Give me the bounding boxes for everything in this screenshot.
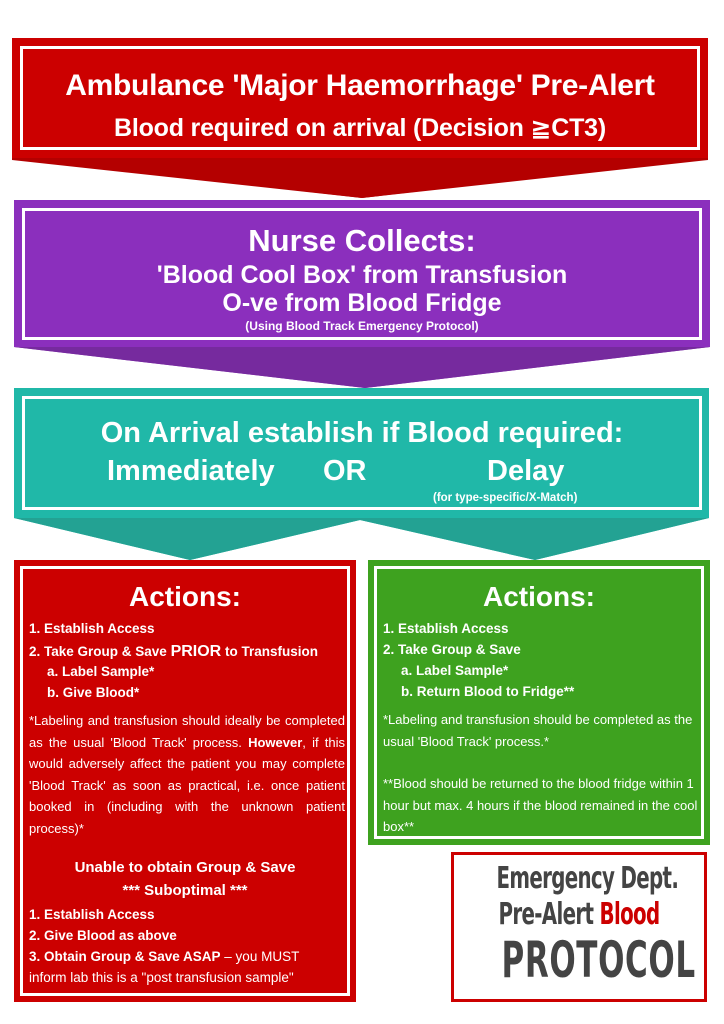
option-delay: Delay <box>487 455 565 487</box>
nurse-line-fridge: O-ve from Blood Fridge <box>222 289 502 317</box>
immediate-actions-title: Actions: <box>129 581 241 612</box>
immediate-actions-box: Actions: 1. Establish Access 2. Take Gro… <box>14 560 356 1002</box>
pre-alert-subtitle: Blood required on arrival (Decision ≧CT3… <box>114 114 606 142</box>
arrival-arrow-shape <box>14 388 709 560</box>
delay-blood-track-note: *Labeling and transfusion should be comp… <box>383 712 693 749</box>
immediate-step-2b: b. Give Blood* <box>47 685 140 700</box>
immediate-blood-track-note: *Labeling and transfusion should ideally… <box>29 713 345 836</box>
or-label: OR <box>323 455 367 487</box>
option-immediately: Immediately <box>107 455 275 487</box>
logo-line-pre-alert-blood: Pre-Alert Blood <box>498 897 661 932</box>
delay-actions-box: Actions: 1. Establish Access 2. Take Gro… <box>368 560 710 845</box>
suboptimal-label: *** Suboptimal *** <box>122 882 248 899</box>
delay-step-2a: a. Label Sample* <box>401 663 509 678</box>
immediate-step-1: 1. Establish Access <box>29 621 155 636</box>
logo-line-protocol: PROTOCOL <box>501 931 696 989</box>
nurse-title: Nurse Collects: <box>248 223 476 258</box>
nurse-arrow-shape <box>14 200 710 388</box>
immediate-step-2a: a. Label Sample* <box>47 664 155 679</box>
arrival-decision-box: On Arrival establish if Blood required: … <box>22 396 702 510</box>
nurse-line-cool-box: 'Blood Cool Box' from Transfusion <box>156 261 568 289</box>
delay-step-2: 2. Take Group & Save <box>383 642 521 657</box>
immediate-step-2: 2. Take Group & Save PRIOR to Transfusio… <box>29 643 318 660</box>
delay-step-1: 1. Establish Access <box>383 621 509 636</box>
delay-step-2b: b. Return Blood to Fridge** <box>401 684 575 699</box>
nurse-collects-box: Nurse Collects: 'Blood Cool Box' from Tr… <box>22 208 702 340</box>
pre-alert-box: Ambulance 'Major Haemorrhage' Pre-Alert … <box>20 46 700 150</box>
delay-actions-title: Actions: <box>483 581 595 612</box>
suboptimal-step-3-cont: inform lab this is a "post transfusion s… <box>29 970 294 985</box>
nurse-note: (Using Blood Track Emergency Protocol) <box>245 319 479 333</box>
suboptimal-step-3: 3. Obtain Group & Save ASAP – you MUST <box>29 949 300 964</box>
pre-alert-title: Ambulance 'Major Haemorrhage' Pre-Alert <box>65 69 655 102</box>
arrival-title: On Arrival establish if Blood required: <box>100 417 624 449</box>
unable-group-save-title: Unable to obtain Group & Save <box>74 859 296 876</box>
logo-line-emergency-dept: Emergency Dept. <box>496 861 679 896</box>
delay-note: (for type-specific/X-Match) <box>433 492 578 504</box>
suboptimal-step-1: 1. Establish Access <box>29 907 155 922</box>
delay-return-fridge-note: **Blood should be returned to the blood … <box>383 776 698 834</box>
protocol-logo: Emergency Dept. Pre-Alert Blood PROTOCOL <box>451 852 707 1002</box>
suboptimal-step-2: 2. Give Blood as above <box>29 928 177 943</box>
